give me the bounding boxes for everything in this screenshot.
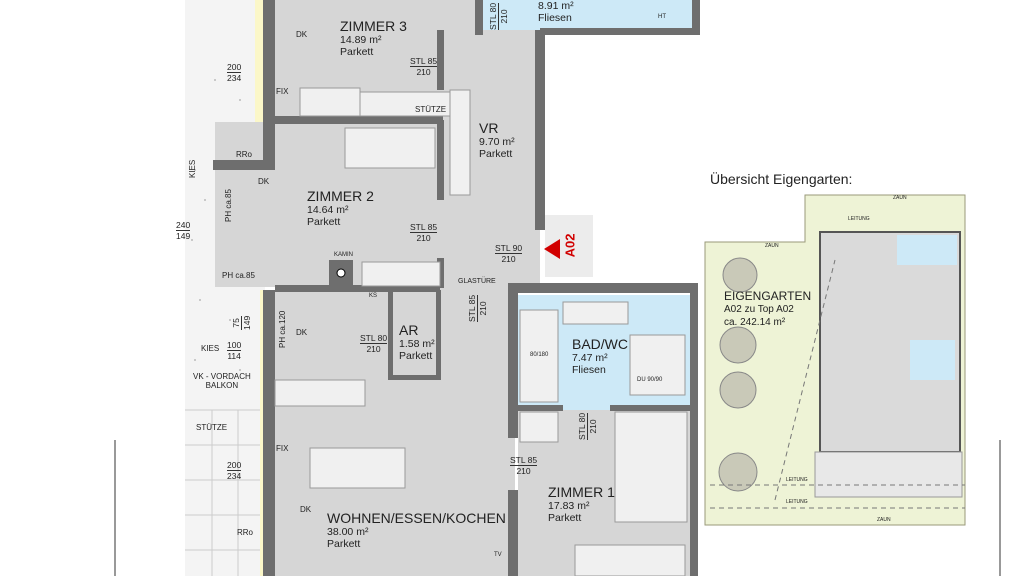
- unit-marker-label: A02: [562, 233, 578, 258]
- room-name: ZIMMER 3: [340, 18, 407, 34]
- stuetze-label: STÜTZE: [196, 423, 228, 432]
- dk-label: DK: [296, 328, 308, 337]
- room-zimmer3: ZIMMER 3 14.89 m² Parkett: [340, 18, 407, 58]
- room-top-bath: 8.91 m² Fliesen: [538, 0, 574, 24]
- room-vr: VR 9.70 m² Parkett: [479, 120, 515, 160]
- garden-ref: A02 zu Top A02: [724, 304, 794, 315]
- leitung-label: LEITUNG: [786, 477, 808, 483]
- garden-name: EIGENGARTEN: [724, 289, 812, 303]
- room-area: 17.83 m²: [548, 500, 590, 513]
- dk-label: DK: [258, 177, 270, 186]
- glasture-label: GLASTÜRE: [458, 278, 496, 285]
- ks-label: KS: [369, 293, 378, 299]
- fix-label: FIX: [276, 444, 289, 453]
- tv-label: TV: [494, 552, 502, 558]
- garden-area: ca. 242.14 m²: [724, 317, 786, 328]
- leitung-label: LEITUNG: [786, 499, 808, 505]
- room-bad-wc: BAD/WC 7.47 m² Fliesen: [572, 336, 628, 376]
- room-area: 9.70 m²: [479, 136, 515, 149]
- room-zimmer2: ZIMMER 2 14.64 m² Parkett: [307, 188, 374, 228]
- room-area: 1.58 m²: [399, 338, 435, 351]
- dk-label: DK: [296, 30, 308, 39]
- room-name: BAD/WC: [572, 336, 628, 352]
- kies-label: KIES: [201, 344, 220, 353]
- garden-overview: [704, 194, 966, 526]
- room-area: 14.89 m²: [340, 34, 382, 47]
- room-name: AR: [399, 322, 419, 338]
- floor-wek: [275, 290, 515, 576]
- room-floor: Fliesen: [572, 364, 606, 377]
- ht-label: HT: [658, 14, 666, 20]
- kamin-symbol: [336, 268, 346, 278]
- room-floor: Parkett: [307, 216, 341, 229]
- zaun-label: ZAUN: [877, 517, 891, 523]
- room-name: VR: [479, 120, 499, 136]
- floor-top-bath: [480, 0, 695, 30]
- kamin-label: KAMIN: [334, 252, 354, 258]
- room-name: WOHNEN/ESSEN/KOCHEN: [327, 510, 506, 526]
- insulation-strip: [255, 0, 263, 165]
- zaun-label: ZAUN: [765, 243, 779, 249]
- ph-label: PH ca.120: [278, 310, 287, 348]
- room-area: 8.91 m²: [538, 0, 574, 12]
- entrance-arrow-icon: [544, 239, 560, 259]
- room-floor: Fliesen: [538, 12, 572, 25]
- room-floor: Parkett: [327, 538, 361, 551]
- fix-label: FIX: [276, 87, 289, 96]
- room-floor: Parkett: [399, 350, 433, 363]
- walls: [213, 0, 700, 576]
- furniture: [274, 87, 688, 576]
- terrace-tiles: [185, 409, 265, 576]
- kies-label: KIES: [188, 159, 197, 178]
- room-area: 14.64 m²: [307, 204, 349, 217]
- stuetze-label: STÜTZE: [415, 105, 447, 114]
- bathtub-label: 80/180: [530, 352, 549, 358]
- room-zimmer1: ZIMMER 1 17.83 m² Parkett: [548, 484, 615, 524]
- ph-label: PH ca.85: [224, 189, 233, 222]
- room-area: 38.00 m²: [327, 526, 369, 539]
- room-floor: Parkett: [479, 148, 513, 161]
- rro-label: RRo: [236, 150, 253, 159]
- room-ar: AR 1.58 m² Parkett: [399, 322, 435, 362]
- room-floor: Parkett: [340, 46, 374, 59]
- room-name: ZIMMER 2: [307, 188, 374, 204]
- overview-title: Übersicht Eigengarten:: [710, 171, 853, 187]
- room-wohnen-essen-kochen: WOHNEN/ESSEN/KOCHEN 38.00 m² Parkett: [327, 510, 506, 550]
- shower-label: DU 90/90: [637, 377, 663, 383]
- dk-label: DK: [300, 505, 312, 514]
- room-floor: Parkett: [548, 512, 582, 525]
- zaun-label: ZAUN: [893, 195, 907, 201]
- room-area: 7.47 m²: [572, 352, 608, 365]
- room-name: ZIMMER 1: [548, 484, 615, 500]
- ph-label: PH ca.85: [222, 271, 255, 280]
- rro-label: RRo: [237, 528, 254, 537]
- leitung-label: LEITUNG: [848, 216, 870, 222]
- terrace: [185, 0, 265, 576]
